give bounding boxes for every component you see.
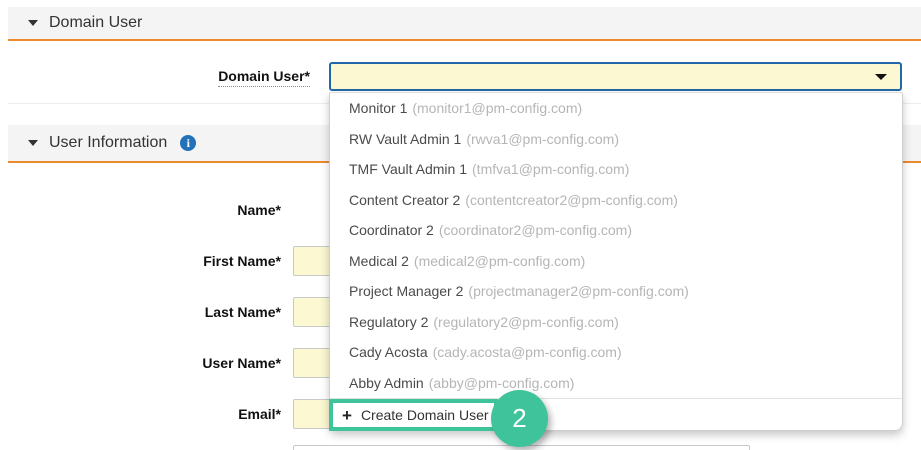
domain-user-select[interactable] xyxy=(329,62,902,91)
dropdown-option[interactable]: Regulatory 2 (regulatory2@pm-config.com) xyxy=(330,307,902,338)
option-user-email: (projectmanager2@pm-config.com) xyxy=(468,283,689,300)
option-user-email: (cady.acosta@pm-config.com) xyxy=(432,344,622,361)
option-user-email: (tmfva1@pm-config.com) xyxy=(472,161,630,178)
option-user-name: Medical 2 xyxy=(349,252,409,269)
option-user-name: Abby Admin xyxy=(349,374,424,391)
step-2-badge: 2 xyxy=(491,390,548,447)
option-user-name: Coordinator 2 xyxy=(349,222,434,239)
form-row: Name* xyxy=(0,184,780,235)
dropdown-option[interactable]: Coordinator 2 (coordinator2@pm-config.co… xyxy=(330,215,902,246)
domain-user-field-label: Domain User* xyxy=(0,68,310,87)
dropdown-option[interactable]: Project Manager 2 (projectmanager2@pm-co… xyxy=(330,276,902,307)
dropdown-option[interactable]: Abby Admin (abby@pm-config.com) xyxy=(330,368,902,399)
dropdown-footer: + Create Domain User xyxy=(329,398,902,431)
create-domain-user-label: Create Domain User xyxy=(360,407,489,423)
field-label: Name* xyxy=(237,201,281,218)
option-user-email: (monitor1@pm-config.com) xyxy=(412,100,583,117)
option-user-email: (contentcreator2@pm-config.com) xyxy=(465,191,678,208)
domain-user-section-title: Domain User xyxy=(49,14,143,31)
option-user-email: (medical2@pm-config.com) xyxy=(413,252,586,269)
domain-user-dropdown-panel: Monitor 1 (monitor1@pm-config.com) RW Va… xyxy=(329,92,903,431)
plus-icon: + xyxy=(342,405,352,425)
field-label: Last Name* xyxy=(204,303,281,320)
option-user-name: Regulatory 2 xyxy=(349,313,429,330)
domain-user-section-header[interactable]: Domain User xyxy=(8,7,921,41)
option-user-name: RW Vault Admin 1 xyxy=(349,130,462,147)
option-user-email: (abby@pm-config.com) xyxy=(428,374,575,391)
option-user-name: Content Creator 2 xyxy=(349,191,461,208)
dropdown-option[interactable]: RW Vault Admin 1 (rwva1@pm-config.com) xyxy=(330,124,902,155)
dropdown-option[interactable]: Cady Acosta (cady.acosta@pm-config.com) xyxy=(330,337,902,368)
dropdown-option[interactable]: TMF Vault Admin 1 (tmfva1@pm-config.com) xyxy=(330,154,902,185)
option-user-email: (coordinator2@pm-config.com) xyxy=(438,222,632,239)
info-icon[interactable] xyxy=(180,135,197,151)
dropdown-option[interactable]: Monitor 1 (monitor1@pm-config.com) xyxy=(330,93,902,124)
option-user-name: TMF Vault Admin 1 xyxy=(349,161,468,178)
option-user-name: Project Manager 2 xyxy=(349,283,464,300)
option-user-email: (rwva1@pm-config.com) xyxy=(466,130,619,147)
option-user-name: Monitor 1 xyxy=(349,100,408,117)
dropdown-option[interactable]: Content Creator 2 (contentcreator2@pm-co… xyxy=(330,185,902,216)
dropdown-option[interactable]: Medical 2 (medical2@pm-config.com) xyxy=(330,246,902,277)
option-user-name: Cady Acosta xyxy=(349,344,428,361)
user-information-section-title: User Information xyxy=(49,134,168,151)
collapse-caret-icon xyxy=(28,140,38,146)
field-label: User Name* xyxy=(202,354,281,371)
field-label: Email* xyxy=(238,405,281,422)
create-domain-user-option[interactable]: + Create Domain User xyxy=(329,399,498,431)
dropdown-caret-icon xyxy=(875,74,887,80)
field-label: First Name* xyxy=(203,252,281,269)
collapse-caret-icon xyxy=(28,20,38,26)
option-user-email: (regulatory2@pm-config.com) xyxy=(433,313,619,330)
